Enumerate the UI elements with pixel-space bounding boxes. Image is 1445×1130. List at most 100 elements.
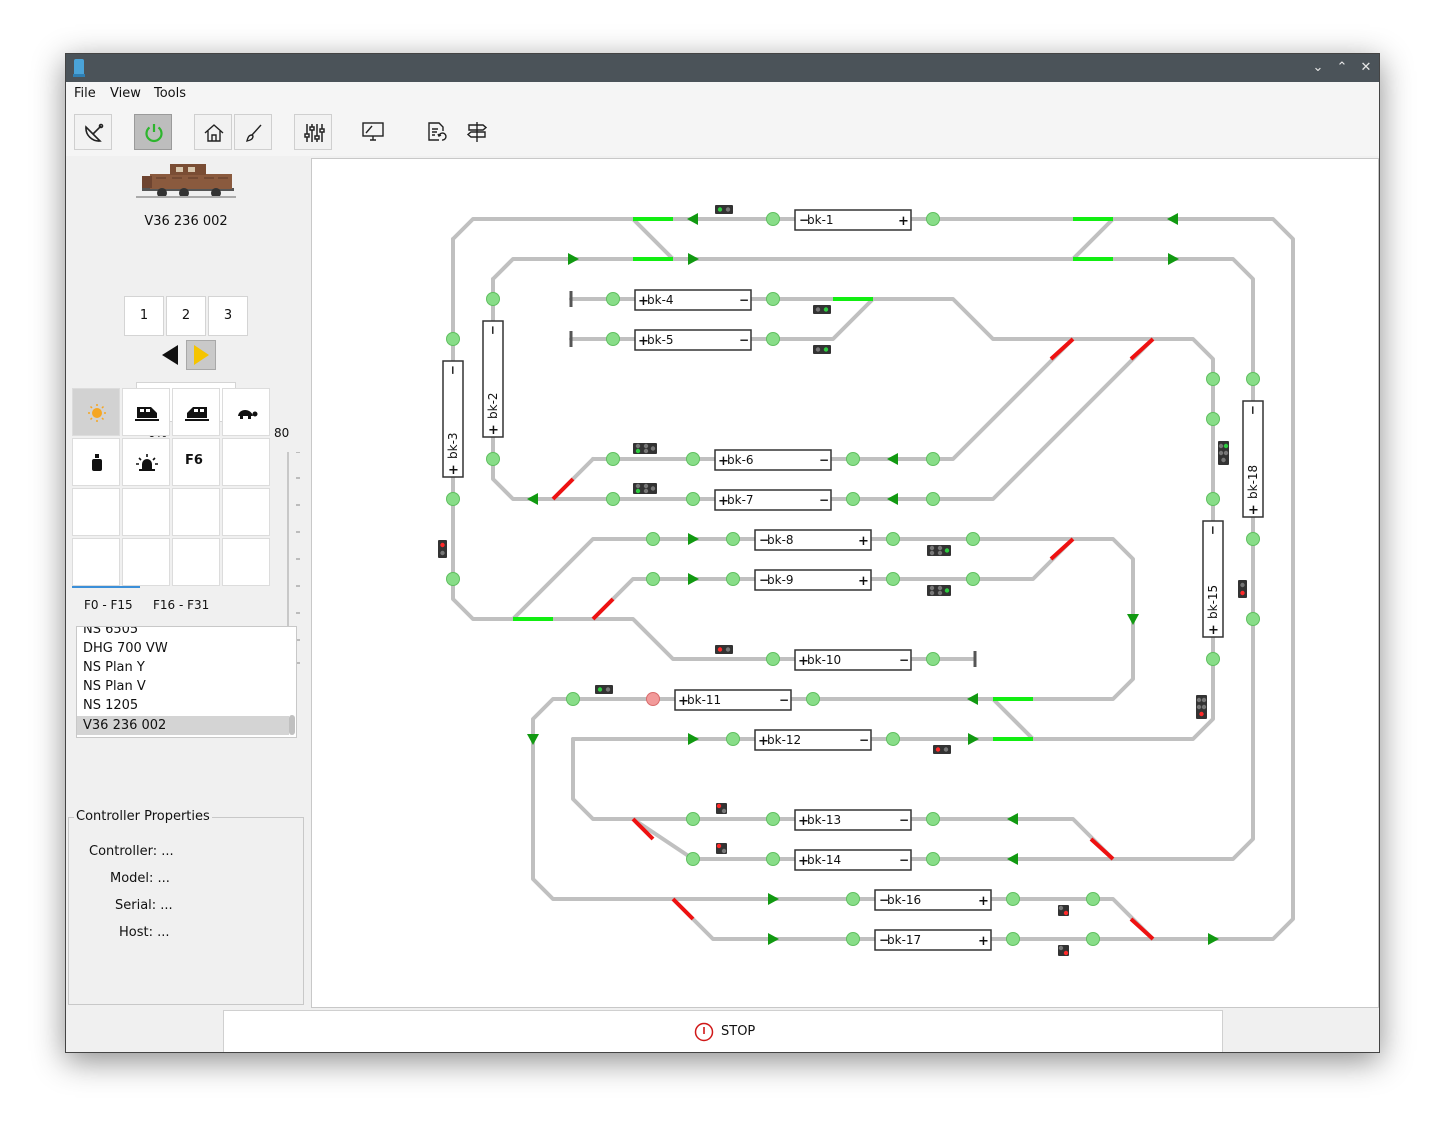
direction-arrow-icon bbox=[887, 453, 898, 465]
sensor-icon bbox=[846, 932, 860, 946]
track-diagram: −bk-1+ +bk-4− +bk-5− +bk-6− +bk-7− −bk-8… bbox=[438, 205, 1295, 956]
block-bk-17[interactable]: −bk-17+ bbox=[874, 929, 992, 951]
block-bk-18[interactable]: −bk-18+ bbox=[1242, 400, 1264, 518]
sensor-icon bbox=[1246, 532, 1260, 546]
block-bk-6[interactable]: +bk-6− bbox=[714, 449, 832, 471]
refresh-file-button[interactable] bbox=[418, 114, 456, 150]
routes-button[interactable] bbox=[458, 114, 496, 150]
tab-f0-f15[interactable]: F0 - F15 bbox=[84, 598, 133, 612]
block-bk-10[interactable]: +bk-10− bbox=[794, 649, 912, 671]
function-f5[interactable] bbox=[122, 438, 170, 486]
list-item[interactable]: NS Plan Y bbox=[83, 660, 145, 675]
route-highlights bbox=[513, 217, 1113, 741]
block-bk-14[interactable]: +bk-14− bbox=[794, 849, 912, 871]
tab-f16-f31[interactable]: F16 - F31 bbox=[153, 598, 210, 612]
list-scrollbar[interactable] bbox=[289, 715, 295, 735]
function-f8[interactable] bbox=[72, 488, 120, 536]
locomotive-name: V36 236 002 bbox=[144, 214, 228, 229]
function-f10[interactable] bbox=[172, 488, 220, 536]
signal-light-icon bbox=[1223, 450, 1229, 456]
function-f0[interactable] bbox=[72, 388, 120, 436]
sensor-icon bbox=[446, 572, 460, 586]
sensor-icon bbox=[1006, 932, 1020, 946]
power-button[interactable] bbox=[134, 114, 172, 150]
block-bk-16[interactable]: −bk-16+ bbox=[874, 889, 992, 911]
function-f12[interactable] bbox=[72, 538, 120, 586]
block-bk-2[interactable]: −bk-2+ bbox=[482, 320, 504, 438]
sensor-icon bbox=[1006, 892, 1020, 906]
function-f11[interactable] bbox=[222, 488, 270, 536]
function-f4[interactable] bbox=[72, 438, 120, 486]
block-bk-11[interactable]: +bk-11− bbox=[674, 689, 792, 711]
sensor-icon bbox=[886, 732, 900, 746]
svg-text:−: − bbox=[759, 533, 769, 547]
block-bk-7[interactable]: +bk-7− bbox=[714, 489, 832, 511]
function-f1[interactable] bbox=[122, 388, 170, 436]
track-layout[interactable]: −bk-1+ +bk-4− +bk-5− +bk-6− +bk-7− −bk-8… bbox=[311, 158, 1379, 1008]
settings-button[interactable] bbox=[294, 114, 332, 150]
forward-button[interactable] bbox=[186, 340, 216, 370]
direction-arrow-icon bbox=[1168, 253, 1179, 265]
list-item[interactable]: NS Plan V bbox=[83, 679, 146, 694]
track-lines bbox=[451, 217, 1295, 941]
reverse-button[interactable] bbox=[156, 340, 184, 370]
block-bk-12[interactable]: +bk-12− bbox=[754, 729, 872, 751]
signal-light-icon bbox=[635, 448, 641, 454]
sensor-icon bbox=[846, 492, 860, 506]
edit-button[interactable] bbox=[234, 114, 272, 150]
block-label: bk-10 bbox=[807, 653, 841, 667]
preset-button-1[interactable]: 1 bbox=[124, 296, 164, 336]
home-button[interactable] bbox=[194, 114, 232, 150]
preset-button-2[interactable]: 2 bbox=[166, 296, 206, 336]
function-f13[interactable] bbox=[122, 538, 170, 586]
locomotive-list[interactable]: NS 6505 DHG 700 VW NS Plan Y NS Plan V N… bbox=[76, 626, 297, 738]
function-f6[interactable]: F6 bbox=[172, 438, 220, 486]
preset-button-3[interactable]: 3 bbox=[208, 296, 248, 336]
block-label: bk-8 bbox=[767, 533, 794, 547]
display-button[interactable] bbox=[354, 114, 392, 150]
signal-icon bbox=[813, 305, 831, 314]
svg-text:−: − bbox=[879, 893, 889, 907]
function-f7[interactable] bbox=[222, 438, 270, 486]
function-f15[interactable] bbox=[222, 538, 270, 586]
list-item[interactable]: NS 1205 bbox=[83, 698, 139, 713]
block-bk-13[interactable]: +bk-13− bbox=[794, 809, 912, 831]
signal-light-icon bbox=[721, 848, 727, 854]
block-bk-15[interactable]: −bk-15+ bbox=[1202, 520, 1224, 638]
app-train-icon bbox=[73, 59, 85, 77]
function-f9[interactable] bbox=[122, 488, 170, 536]
block-bk-3[interactable]: −bk-3+ bbox=[442, 360, 464, 478]
minimize-icon[interactable]: ⌄ bbox=[1312, 60, 1324, 75]
maximize-icon[interactable]: ⌃ bbox=[1336, 60, 1348, 75]
menu-view[interactable]: View bbox=[110, 86, 141, 101]
block-bk-4[interactable]: +bk-4− bbox=[634, 289, 752, 311]
list-item[interactable]: DHG 700 VW bbox=[83, 641, 168, 656]
menu-tools[interactable]: Tools bbox=[154, 86, 187, 101]
function-f3[interactable] bbox=[222, 388, 270, 436]
sensor-icon bbox=[1086, 932, 1100, 946]
sensor-icon bbox=[1206, 652, 1220, 666]
function-f14[interactable] bbox=[172, 538, 220, 586]
direction-arrow-icon bbox=[1208, 933, 1219, 945]
speed-slider-ticks bbox=[296, 452, 300, 664]
signal-light-icon bbox=[643, 448, 649, 454]
block-bk-1[interactable]: −bk-1+ bbox=[794, 209, 912, 231]
function-f2[interactable] bbox=[172, 388, 220, 436]
list-item[interactable]: NS 6505 bbox=[83, 626, 139, 637]
status-bar: STOP bbox=[223, 1010, 1223, 1052]
close-icon[interactable]: ✕ bbox=[1360, 60, 1372, 75]
direction-arrow-icon bbox=[1007, 813, 1018, 825]
sensor-icon bbox=[1086, 892, 1100, 906]
svg-text:−: − bbox=[819, 453, 829, 467]
signal-light-icon bbox=[937, 545, 943, 551]
list-item-selected[interactable]: V36 236 002 bbox=[77, 716, 289, 735]
block-bk-8[interactable]: −bk-8+ bbox=[754, 529, 872, 551]
connect-button[interactable] bbox=[74, 114, 112, 150]
signal-light-icon bbox=[635, 483, 641, 489]
track-marks bbox=[438, 205, 1260, 956]
block-bk-5[interactable]: +bk-5− bbox=[634, 329, 752, 351]
menu-file[interactable]: File bbox=[74, 86, 96, 101]
signal-light-icon bbox=[725, 647, 731, 652]
block-bk-9[interactable]: −bk-9+ bbox=[754, 569, 872, 591]
train-icon bbox=[135, 407, 159, 421]
